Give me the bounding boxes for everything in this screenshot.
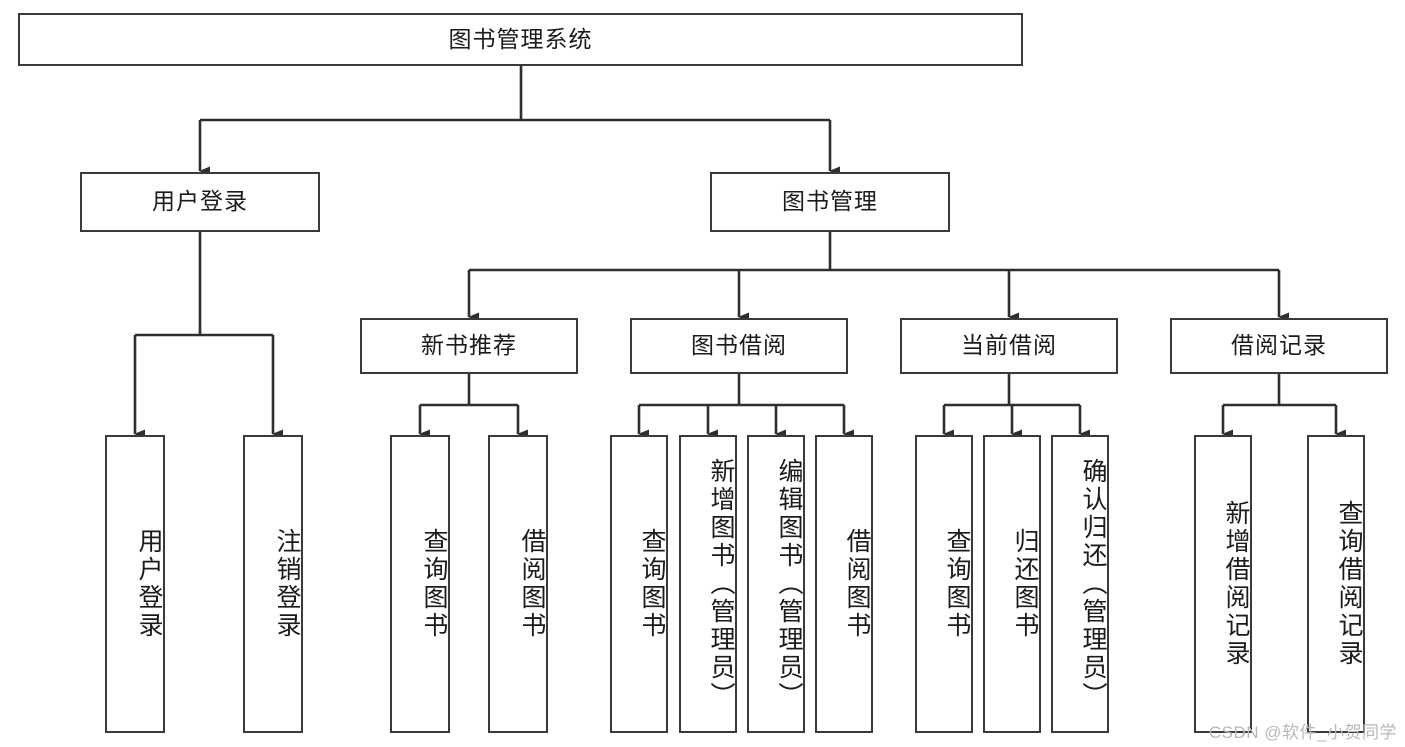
- node-leaf-confirm-return[interactable]: 确认归还（管理员）: [1051, 435, 1109, 733]
- node-label: 编辑图书（管理员）: [775, 458, 803, 710]
- node-label: 查询图书: [638, 528, 666, 640]
- node-label: 归还图书: [1011, 528, 1039, 640]
- node-label: 用户登录: [135, 528, 163, 640]
- node-leaf-add-record[interactable]: 新增借阅记录: [1194, 435, 1252, 733]
- node-leaf-query-record[interactable]: 查询借阅记录: [1307, 435, 1365, 733]
- node-label: 用户登录: [152, 188, 248, 215]
- node-label: 图书管理系统: [448, 25, 593, 52]
- node-current-borrow[interactable]: 当前借阅: [900, 318, 1118, 374]
- node-label: 注销登录: [273, 528, 301, 640]
- node-leaf-edit-book[interactable]: 编辑图书（管理员）: [747, 435, 805, 733]
- node-label: 借阅图书: [518, 528, 546, 640]
- node-borrow-record[interactable]: 借阅记录: [1170, 318, 1388, 374]
- node-label: 新书推荐: [421, 332, 517, 359]
- node-book-borrow[interactable]: 图书借阅: [630, 318, 848, 374]
- node-new-book-recommend[interactable]: 新书推荐: [360, 318, 578, 374]
- node-label: 确认归还（管理员）: [1079, 458, 1107, 710]
- node-user-login[interactable]: 用户登录: [80, 172, 320, 232]
- node-leaf-query-book-3[interactable]: 查询图书: [915, 435, 973, 733]
- node-root[interactable]: 图书管理系统: [18, 13, 1023, 66]
- node-label: 当前借阅: [961, 332, 1057, 359]
- node-leaf-user-login[interactable]: 用户登录: [105, 435, 165, 733]
- node-label: 新增图书（管理员）: [707, 458, 735, 710]
- node-label: 新增借阅记录: [1222, 500, 1250, 668]
- node-leaf-borrow-book-1[interactable]: 借阅图书: [488, 435, 548, 733]
- node-label: 借阅图书: [843, 528, 871, 640]
- node-leaf-logout[interactable]: 注销登录: [243, 435, 303, 733]
- node-label: 查询图书: [943, 528, 971, 640]
- node-leaf-query-book-1[interactable]: 查询图书: [390, 435, 450, 733]
- node-book-manage[interactable]: 图书管理: [710, 172, 950, 232]
- node-label: 查询图书: [420, 528, 448, 640]
- node-leaf-query-book-2[interactable]: 查询图书: [610, 435, 668, 733]
- node-leaf-borrow-book-2[interactable]: 借阅图书: [815, 435, 873, 733]
- node-label: 查询借阅记录: [1335, 500, 1363, 668]
- node-label: 图书借阅: [691, 332, 787, 359]
- watermark-text: CSDN @软件_小贺同学: [1208, 723, 1397, 742]
- node-leaf-add-book[interactable]: 新增图书（管理员）: [679, 435, 737, 733]
- node-label: 借阅记录: [1231, 332, 1327, 359]
- node-label: 图书管理: [782, 188, 878, 215]
- node-leaf-return-book[interactable]: 归还图书: [983, 435, 1041, 733]
- edge-layer: [133, 66, 1346, 439]
